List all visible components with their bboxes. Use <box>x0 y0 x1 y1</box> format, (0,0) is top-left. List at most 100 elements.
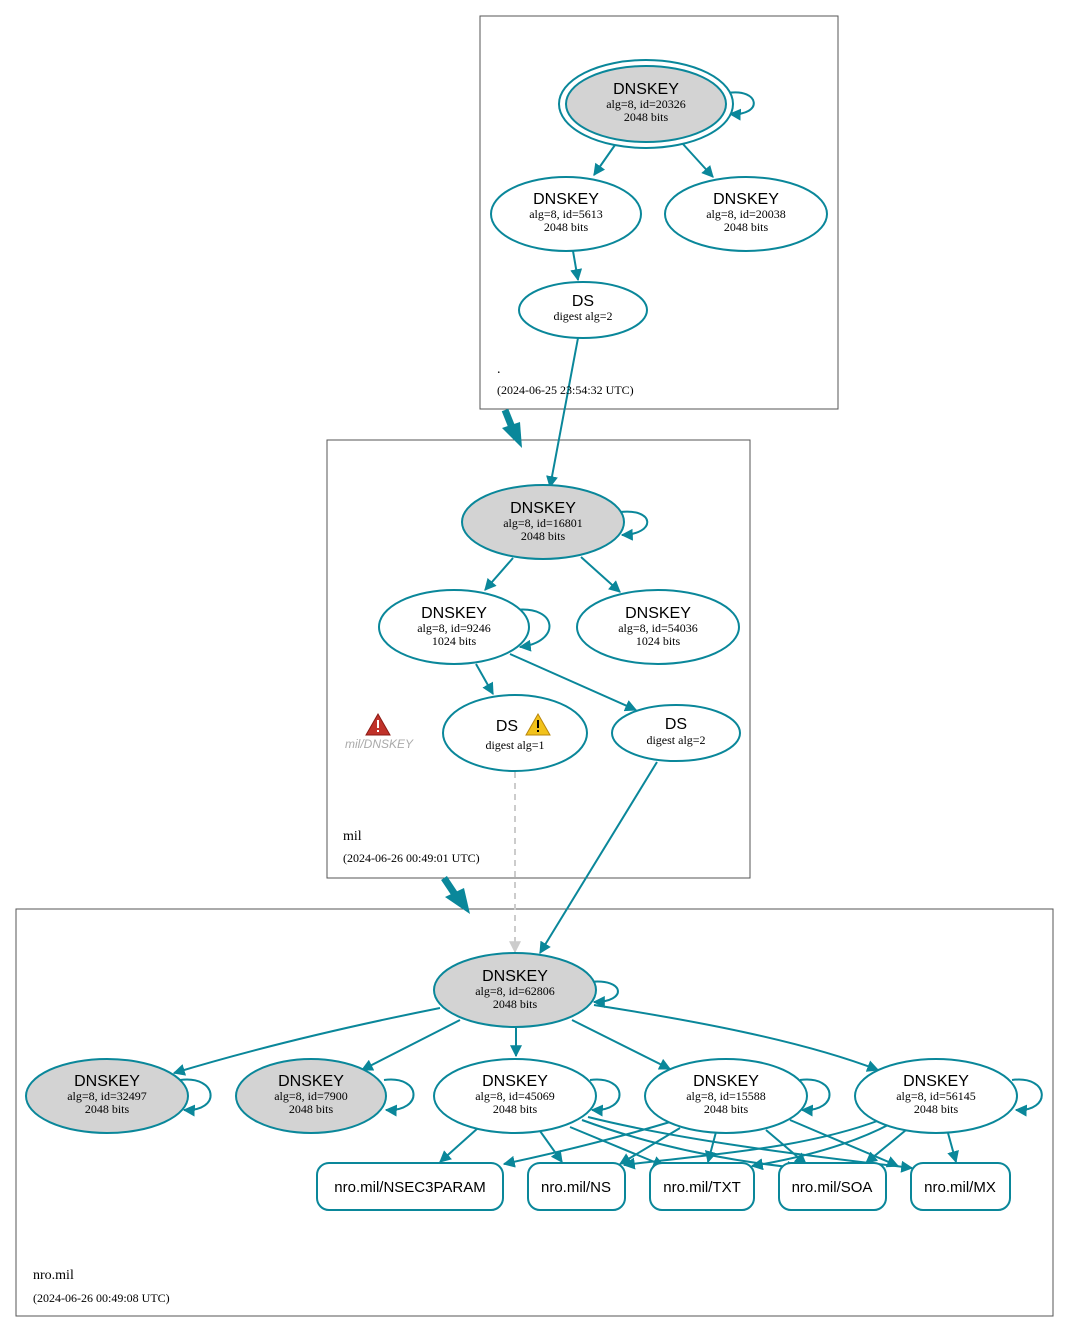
node-info: alg=8, id=5613 <box>529 207 603 221</box>
node-type: DNSKEY <box>903 1073 969 1090</box>
edge-k3-nsec3param <box>439 1127 479 1163</box>
edge-nro-k5-self <box>1011 1078 1043 1117</box>
node-info: alg=8, id=56145 <box>896 1089 976 1103</box>
node-size: 2048 bits <box>289 1102 334 1116</box>
edge-nro-k4-self <box>799 1078 831 1117</box>
node-root-ksk[interactable]: DNSKEY alg=8, id=20326 2048 bits <box>558 59 734 149</box>
edge-k4-soa <box>765 1129 807 1165</box>
node-mil-zsk2[interactable]: DNSKEY alg=8, id=54036 1024 bits <box>576 589 740 665</box>
edge-k4-txt <box>704 1131 717 1164</box>
node-info: alg=8, id=45069 <box>475 1089 555 1103</box>
rrset-nsec3param[interactable]: nro.mil/NSEC3PARAM <box>316 1162 504 1211</box>
node-root-zsk2[interactable]: DNSKEY alg=8, id=20038 2048 bits <box>664 176 828 252</box>
node-info: digest alg=2 <box>646 733 705 747</box>
node-size: 2048 bits <box>493 997 538 1011</box>
edge-mil-ds2-nro-ksk <box>539 761 658 955</box>
zone-nro-box <box>15 908 1054 1317</box>
node-nro-k1[interactable]: DNSKEY alg=8, id=32497 2048 bits <box>25 1058 189 1134</box>
zone-nro-name: nro.mil <box>33 1268 74 1283</box>
node-size: 2048 bits <box>704 1102 749 1116</box>
warning-icon <box>525 712 551 736</box>
zone-mil-box <box>326 439 751 879</box>
node-info: alg=8, id=62806 <box>475 984 555 998</box>
edge-mil-zsk1-self <box>514 608 551 652</box>
rrset-soa[interactable]: nro.mil/SOA <box>778 1162 887 1211</box>
node-info: alg=8, id=15588 <box>686 1089 766 1103</box>
node-info: alg=8, id=32497 <box>67 1089 147 1103</box>
edge-mil-ksk-zsk1 <box>484 557 514 591</box>
node-info: digest alg=1 <box>485 738 544 752</box>
node-type: DNSKEY <box>693 1073 759 1090</box>
edge-root-ksk-self <box>727 91 755 121</box>
edge-mil-zsk1-ds2 <box>509 653 638 712</box>
node-nro-ksk[interactable]: DNSKEY alg=8, id=62806 2048 bits <box>433 952 597 1028</box>
node-size: 2048 bits <box>521 529 566 543</box>
edge-mil-zsk1-ds1 <box>475 663 494 696</box>
node-mil-ds1[interactable]: DS digest alg=1 <box>442 694 588 772</box>
rrset-label: nro.mil/NSEC3PARAM <box>334 1179 485 1196</box>
edge-k5-mx <box>947 1132 959 1164</box>
edge-nro-k2-self <box>383 1078 415 1117</box>
edge-root-ksk-zsk1 <box>593 144 616 176</box>
node-mil-zsk1[interactable]: DNSKEY alg=8, id=9246 1024 bits <box>378 589 530 665</box>
node-type: DNSKEY <box>625 605 691 622</box>
node-type: DS <box>496 718 518 735</box>
node-nro-k2[interactable]: DNSKEY alg=8, id=7900 2048 bits <box>235 1058 387 1134</box>
node-info: alg=8, id=20038 <box>706 207 786 221</box>
edge-k5-txt <box>750 1123 891 1171</box>
node-size: 1024 bits <box>636 634 681 648</box>
edge-k3-ns <box>539 1130 563 1163</box>
node-size: 2048 bits <box>624 110 669 124</box>
node-size: 2048 bits <box>914 1102 959 1116</box>
edge-root-ds-mil-ksk <box>546 337 579 489</box>
zone-mil-name: mil <box>343 829 362 844</box>
edge-k5-soa <box>865 1129 907 1164</box>
zone-root-timestamp: (2024-06-25 23:54:32 UTC) <box>497 383 634 397</box>
node-type: DNSKEY <box>482 1073 548 1090</box>
delegation-arrow-mil-nro <box>441 876 470 914</box>
edge-k3-soa <box>581 1119 800 1173</box>
node-info: alg=8, id=16801 <box>503 516 583 530</box>
node-info: digest alg=2 <box>553 309 612 323</box>
delegation-arrow-root-mil <box>501 408 522 448</box>
node-nro-k4[interactable]: DNSKEY alg=8, id=15588 2048 bits <box>644 1058 808 1134</box>
edge-nro-ksk-k5 <box>593 1004 880 1072</box>
node-info: alg=8, id=9246 <box>417 621 491 635</box>
node-type: DNSKEY <box>533 191 599 208</box>
edge-nro-ksk-k2 <box>360 1019 461 1071</box>
rrset-label: nro.mil/SOA <box>792 1179 873 1196</box>
node-root-ds[interactable]: DS digest alg=2 <box>518 281 648 339</box>
edge-k3-txt <box>569 1126 666 1168</box>
mil-dnskey-warning[interactable]: mil/DNSKEY <box>345 712 414 751</box>
node-type: DNSKEY <box>278 1073 344 1090</box>
rrset-mx[interactable]: nro.mil/MX <box>910 1162 1011 1211</box>
rrset-ns[interactable]: nro.mil/NS <box>527 1162 626 1211</box>
node-info: alg=8, id=54036 <box>618 621 698 635</box>
node-mil-ksk[interactable]: DNSKEY alg=8, id=16801 2048 bits <box>461 484 625 560</box>
node-nro-k5[interactable]: DNSKEY alg=8, id=56145 2048 bits <box>854 1058 1018 1134</box>
node-size: 2048 bits <box>85 1102 130 1116</box>
zone-mil-timestamp: (2024-06-26 00:49:01 UTC) <box>343 851 480 865</box>
node-size: 2048 bits <box>493 1102 538 1116</box>
node-mil-ds2[interactable]: DS digest alg=2 <box>611 704 741 762</box>
rrset-label: nro.mil/MX <box>924 1179 996 1196</box>
edge-k5-ns <box>622 1119 881 1170</box>
zone-nro-timestamp: (2024-06-26 00:49:08 UTC) <box>33 1291 170 1305</box>
node-type: DNSKEY <box>482 968 548 985</box>
edge-nro-ksk-k1 <box>172 1007 441 1076</box>
node-root-zsk1[interactable]: DNSKEY alg=8, id=5613 2048 bits <box>490 176 642 252</box>
error-icon <box>365 712 391 736</box>
rrset-txt[interactable]: nro.mil/TXT <box>649 1162 755 1211</box>
zone-root-box <box>479 15 839 410</box>
node-type: DNSKEY <box>713 191 779 208</box>
node-info: alg=8, id=20326 <box>606 97 686 111</box>
edge-nro-ksk-k4 <box>571 1019 672 1070</box>
node-nro-k3[interactable]: DNSKEY alg=8, id=45069 2048 bits <box>433 1058 597 1134</box>
edge-root-ksk-zsk2 <box>681 142 714 178</box>
edge-nro-k1-self <box>179 1078 212 1117</box>
edge-k4-nsec3param <box>502 1121 671 1168</box>
node-size: 2048 bits <box>724 220 769 234</box>
warning-label: mil/DNSKEY <box>345 737 414 751</box>
node-type: DNSKEY <box>510 500 576 517</box>
